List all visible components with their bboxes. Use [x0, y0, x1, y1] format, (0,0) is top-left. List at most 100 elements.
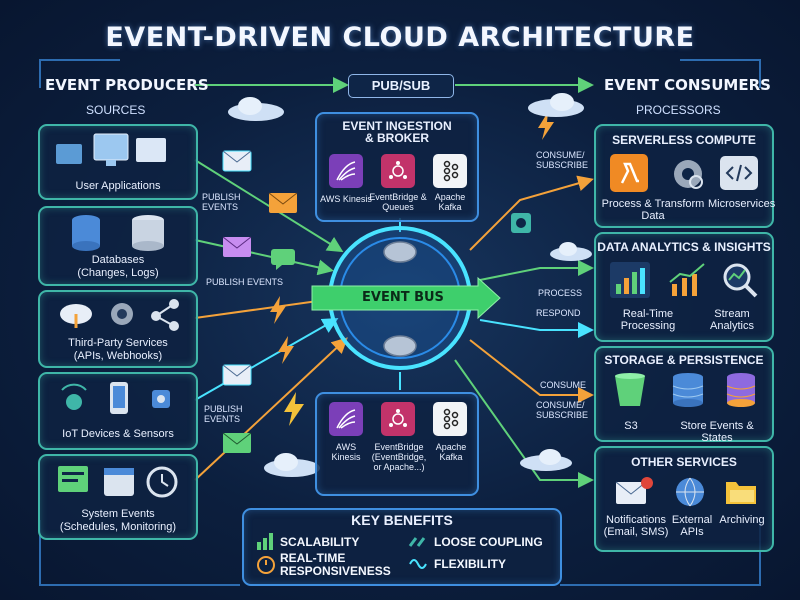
consumers-subtitle: PROCESSORS: [636, 103, 721, 117]
broker-panel-bottom: AWS Kinesis EventBridge (EventBridge, or…: [315, 392, 479, 496]
producers-subtitle: SOURCES: [86, 103, 146, 117]
flexibility-icon: [409, 559, 427, 569]
consume-subscribe-label-1: CONSUME/ SUBSCRIBE: [536, 150, 589, 170]
publish-label-3: PUBLISH EVENTS: [204, 404, 243, 424]
benefit-item: FLEXIBILITY: [434, 557, 506, 571]
trend-icon: [669, 263, 705, 296]
event-bus-label: EVENT BUS: [362, 290, 444, 305]
kafka-icon: [433, 402, 467, 436]
producer-label: Databases: [91, 254, 145, 266]
publish-label-2: PUBLISH EVENTS: [206, 277, 284, 287]
chart-icon: [610, 262, 650, 298]
consumers-title: EVENT CONSUMERS: [604, 76, 771, 94]
publish-label-1: PUBLISH EVENTS: [202, 192, 241, 212]
serverless-title: SERVERLESS COMPUTE: [612, 133, 756, 147]
envelope-icon: [222, 150, 252, 172]
storage-title: STORAGE & PERSISTENCE: [604, 353, 764, 367]
links-icon: [408, 537, 426, 547]
consumer-item-label: S3: [624, 420, 638, 432]
stopwatch-icon: [257, 556, 275, 574]
producer-databases: Databases (Changes, Logs): [38, 206, 198, 286]
consume-label: CONSUME: [540, 380, 587, 390]
respond-label: RESPOND: [536, 308, 581, 318]
producer-sublabel: (APIs, Webhooks): [73, 350, 163, 362]
kinesis-icon: [329, 402, 363, 436]
benefits-title: KEY BENEFITS: [351, 512, 453, 528]
consumer-analytics: DATA ANALYTICS & INSIGHTS Real-Time Proc…: [594, 232, 774, 342]
consumer-item-label: Real-Time Processing: [620, 308, 676, 332]
producer-system-events: System Events (Schedules, Monitoring): [38, 454, 198, 540]
broker-item-label: EventBridge & Queues: [369, 192, 427, 212]
eventbridge-icon: [381, 154, 415, 188]
producer-third-party: Third-Party Services (APIs, Webhooks): [38, 290, 198, 368]
pubsub-label: PUB/SUB: [348, 74, 454, 98]
globe-icon: [676, 477, 704, 507]
consume-subscribe-label-2: CONSUME/ SUBSCRIBE: [536, 400, 589, 420]
lambda-icon: [610, 154, 648, 192]
page-title: EVENT-DRIVEN CLOUD ARCHITECTURE: [105, 22, 695, 53]
bucket-icon: [615, 373, 645, 406]
broker-item-label: EventBridge (EventBridge, or Apache...): [371, 442, 427, 472]
kinesis-icon: [329, 154, 363, 188]
consumer-item-label: Store Events & States: [680, 420, 754, 444]
cloud-icon: [550, 242, 592, 261]
broker-item-label: Apache Kafka: [434, 192, 466, 212]
cloud-gear-share-icon: [60, 299, 179, 331]
producer-label: User Applications: [75, 180, 161, 192]
producer-user-applications: User Applications: [38, 124, 198, 200]
benefit-item: LOOSE COUPLING: [434, 535, 543, 549]
database-icon: [726, 373, 756, 407]
broker-title: EVENT INGESTION & BROKER: [342, 119, 452, 145]
cloud-icon: [264, 453, 320, 477]
producers-title: EVENT PRODUCERS: [45, 76, 209, 94]
producer-label: System Events: [81, 508, 155, 520]
desktop-icon: [56, 133, 166, 166]
benefit-item: REAL-TIME RESPONSIVENESS: [280, 551, 391, 578]
chat-icon: [271, 249, 295, 270]
producer-iot: IoT Devices & Sensors: [38, 372, 198, 450]
folder-icon: [726, 482, 756, 504]
producer-label: Third-Party Services: [68, 337, 168, 349]
envelope-icon: [222, 236, 252, 257]
consumer-serverless: SERVERLESS COMPUTE Process & Transform D…: [594, 124, 775, 228]
consumer-item-label: Stream Analytics: [709, 308, 755, 332]
lightning-icon: [284, 392, 304, 426]
gear-icon: [674, 160, 703, 189]
envelope-icon: [222, 364, 252, 386]
notification-envelope-icon: [615, 477, 653, 504]
system-events-icon: [58, 466, 178, 498]
analytics-title: DATA ANALYTICS & INSIGHTS: [597, 240, 771, 254]
magnifier-icon: [723, 263, 758, 298]
consumer-item-label: Notifications (Email, SMS): [603, 514, 669, 538]
kafka-icon: [433, 154, 467, 188]
process-label: PROCESS: [538, 288, 583, 298]
broker-item-label: AWS Kinesis: [331, 442, 361, 462]
iot-devices-icon: [61, 382, 170, 414]
code-window-icon: [720, 156, 758, 190]
cloud-icon: [520, 449, 572, 471]
lightning-icon: [270, 296, 286, 324]
eventbridge-icon: [381, 402, 415, 436]
envelope-icon: [222, 432, 252, 453]
consumer-other: OTHER SERVICES Notifications (Email, SMS…: [594, 446, 774, 552]
consumer-item-label: Process & Transform Data: [601, 198, 705, 222]
producer-sublabel: (Schedules, Monitoring): [59, 521, 177, 533]
cloud-icon: [528, 93, 584, 117]
producer-sublabel: (Changes, Logs): [77, 267, 159, 279]
lightning-icon: [538, 112, 554, 140]
consumer-storage: STORAGE & PERSISTENCE S3 Store Events & …: [594, 346, 774, 444]
database-icon: [72, 215, 164, 251]
settings-box-icon: [511, 213, 531, 233]
broker-item-label: AWS Kinesis: [320, 194, 372, 204]
producer-label: IoT Devices & Sensors: [62, 428, 174, 440]
consumer-item-label: Archiving: [719, 514, 765, 526]
lightning-icon: [278, 336, 294, 364]
broker-item-label: Apache Kafka: [435, 442, 467, 462]
consumer-item-label: External APIs: [671, 514, 713, 538]
bar-chart-icon: [257, 533, 273, 550]
database-icon: [672, 373, 704, 407]
benefit-item: SCALABILITY: [280, 535, 360, 549]
broker-panel: EVENT INGESTION & BROKER AWS Kinesis Eve…: [315, 112, 479, 222]
benefits-panel: KEY BENEFITS SCALABILITY LOOSE COUPLING …: [242, 508, 562, 586]
